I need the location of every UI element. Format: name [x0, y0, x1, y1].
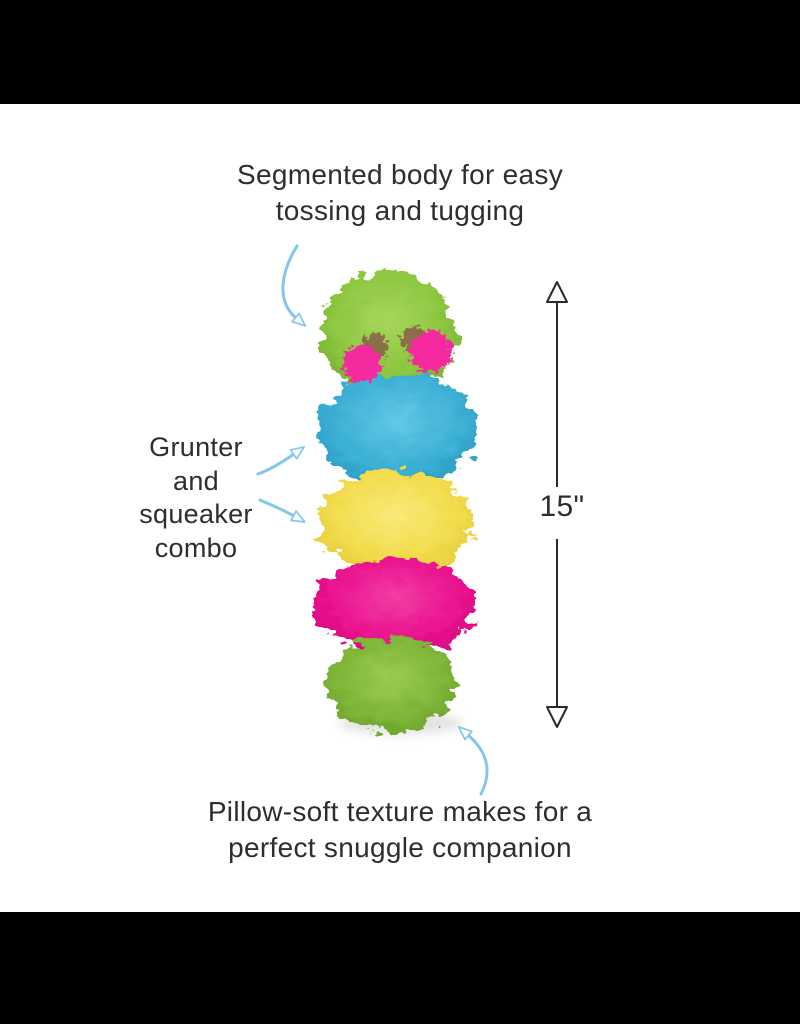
toy-pom-left	[343, 345, 381, 383]
toy-segment-yellow	[317, 470, 473, 576]
content-area: Segmented body for easy tossing and tugg…	[0, 104, 800, 912]
measurement-arrow	[546, 281, 568, 728]
toy-tail-segment	[327, 637, 455, 733]
caption-left-line-1: Grunter	[149, 432, 243, 462]
caption-bottom-line-1: Pillow-soft texture makes for a	[207, 796, 593, 827]
callout-arrow-lower-icon	[258, 498, 306, 523]
callout-arrows	[256, 244, 489, 796]
toy-segment-pink	[315, 558, 475, 654]
caption-bottom-line-2: perfect snuggle companion	[228, 832, 572, 863]
caption-top: Segmented body for easy tossing and tugg…	[0, 157, 800, 229]
curved-arrow-bottom-icon	[457, 726, 489, 796]
caption-left-line-2: and	[173, 465, 219, 496]
plush-toy-image	[315, 272, 478, 733]
callout-arrow-upper-icon	[256, 446, 305, 476]
toy-pom-right	[410, 330, 452, 372]
caption-left: Grunter and squeaker combo	[98, 431, 294, 565]
caption-top-line-1: Segmented body for easy	[237, 159, 563, 190]
toy-segment-blue	[318, 373, 478, 487]
measurement-label: 15"	[539, 490, 585, 523]
arrowhead-up-icon	[546, 281, 568, 303]
caption-left-line-4: combo	[154, 532, 238, 563]
caption-top-line-2: tossing and tugging	[275, 195, 525, 226]
curved-arrow-top-icon	[281, 244, 307, 327]
caption-left-line-3: squeaker	[139, 499, 253, 529]
arrowhead-down-icon	[546, 706, 568, 728]
caption-bottom: Pillow-soft texture makes for a perfect …	[0, 794, 800, 866]
